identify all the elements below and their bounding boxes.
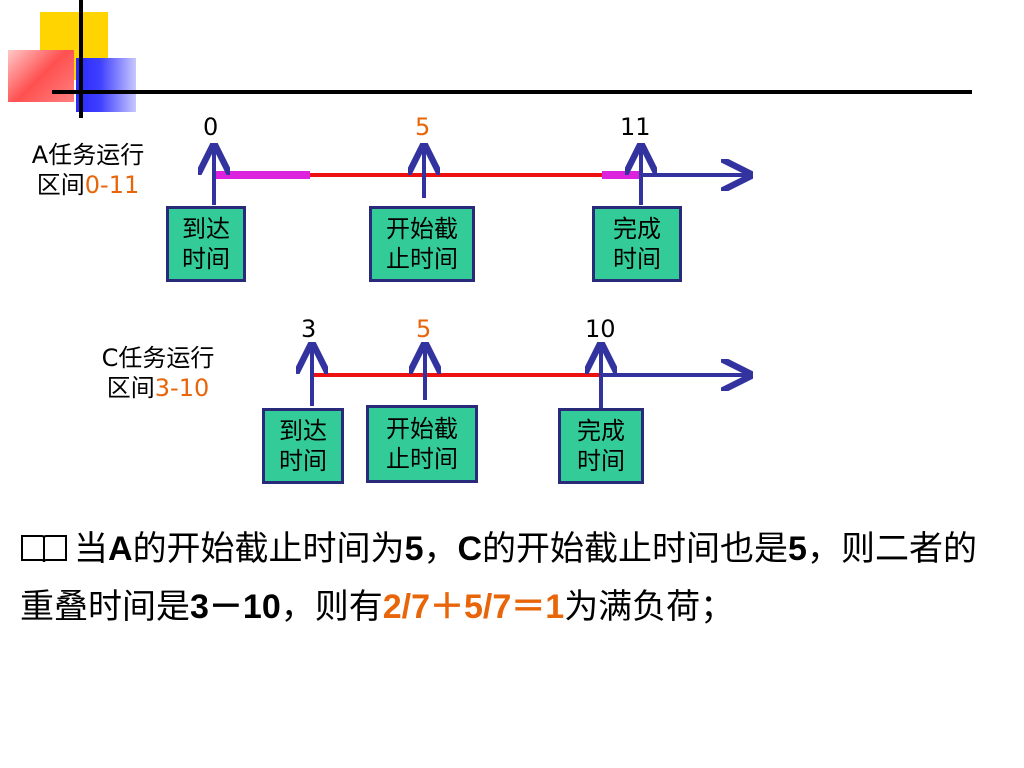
timeline-a-label-line1: A任务运行	[31, 141, 145, 169]
header-rule	[52, 90, 972, 94]
para-s13: 为满负荷；	[564, 587, 735, 627]
timeline-c-tick-3: 3	[301, 315, 317, 343]
timeline-a-label-interval: 区间	[36, 171, 85, 199]
header-deco-blue	[76, 58, 136, 112]
box-line2: 止时间	[386, 445, 458, 473]
timeline-c	[312, 345, 750, 408]
timeline-c-box-deadline: 开始截止时间	[366, 405, 478, 483]
timeline-a-tick-0: 0	[203, 113, 219, 141]
para-s10: 3－10	[190, 588, 281, 626]
timeline-a-box-completion: 完成时间	[592, 206, 682, 282]
box-line2: 止时间	[386, 245, 458, 273]
book-icon	[20, 524, 68, 563]
box-line1: 开始截	[386, 215, 458, 243]
box-line2: 时间	[613, 245, 661, 273]
timeline-c-tick-10: 10	[585, 315, 616, 343]
explanation-paragraph: 当A的开始截止时间为5，C的开始截止时间也是5，则二者的重叠时间是3－10，则有…	[20, 520, 1010, 636]
timeline-a-tick-11: 11	[620, 113, 651, 141]
timeline-c-label-range: 3-10	[154, 374, 210, 402]
timeline-c-box-arrival: 到达时间	[262, 408, 344, 484]
para-s5: ，	[423, 529, 458, 569]
para-s7: 的开始截止时间也是	[482, 529, 789, 569]
timeline-c-label-interval: 区间	[106, 374, 155, 402]
timeline-a-label-line2: 区间0-11	[8, 170, 168, 200]
timeline-a-box-arrival: 到达时间	[166, 206, 246, 282]
timeline-c-label-line2: 区间3-10	[78, 373, 238, 403]
para-s11: ，则有	[280, 587, 383, 627]
timeline-c-box-completion: 完成时间	[558, 408, 644, 484]
para-s3: 的开始截止时间为	[132, 529, 405, 569]
para-s4: 5	[404, 530, 424, 568]
timeline-c-label-line1: C任务运行	[101, 344, 215, 372]
box-line1: 开始截	[386, 415, 458, 443]
box-line2: 时间	[182, 245, 230, 273]
para-s8: 5	[788, 530, 807, 568]
timeline-a-tick-5: 5	[415, 113, 431, 141]
timeline-a-label: A任务运行 区间0-11	[8, 140, 168, 200]
header-deco-vline	[79, 0, 83, 118]
box-line1: 完成	[577, 417, 625, 445]
timeline-a	[214, 146, 750, 205]
box-line1: 到达	[182, 215, 230, 243]
timeline-a-box-deadline: 开始截止时间	[369, 206, 475, 282]
box-line1: 到达	[279, 417, 327, 445]
timeline-a-label-range: 0-11	[84, 171, 140, 199]
timeline-c-label: C任务运行 区间3-10	[78, 343, 238, 403]
box-line1: 完成	[613, 215, 661, 243]
para-s12: 2/7＋5/7＝1	[382, 588, 565, 626]
para-s2: A	[108, 530, 133, 568]
box-line2: 时间	[279, 447, 327, 475]
box-line2: 时间	[577, 447, 625, 475]
para-s9: ，则二者的重叠时间是	[20, 529, 977, 627]
para-s1: 当	[74, 529, 108, 569]
para-s6: C	[457, 530, 483, 568]
timeline-c-tick-5: 5	[416, 315, 432, 343]
